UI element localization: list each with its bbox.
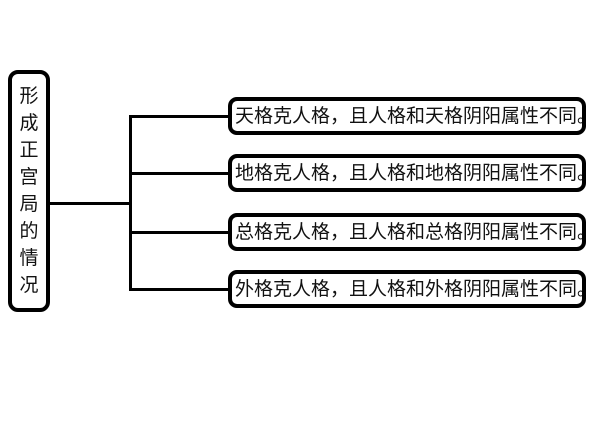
connector-branch-4 xyxy=(129,288,230,291)
leaf-node-4[interactable]: 外格克人格，且人格和外格阴阳属性不同。 xyxy=(228,270,586,308)
connector-branch-1 xyxy=(129,115,230,118)
connector-branch-2 xyxy=(129,172,230,175)
leaf-node-3[interactable]: 总格克人格，且人格和总格阴阳属性不同。 xyxy=(228,213,586,251)
leaf-node-4-label: 外格克人格，且人格和外格阴阳属性不同。 xyxy=(235,278,586,300)
root-char-2: 正 xyxy=(19,139,39,161)
connector-trunk xyxy=(129,115,132,291)
root-char-5: 的 xyxy=(19,220,39,242)
connector-root-stem xyxy=(49,202,132,205)
leaf-node-1[interactable]: 天格克人格，且人格和天格阴阳属性不同。 xyxy=(228,97,586,135)
leaf-node-2[interactable]: 地格克人格，且人格和地格阴阳属性不同。 xyxy=(228,154,586,192)
connector-branch-3 xyxy=(129,231,230,234)
leaf-node-1-label: 天格克人格，且人格和天格阴阳属性不同。 xyxy=(235,105,586,127)
root-node[interactable]: 形 成 正 宫 局 的 情 况 xyxy=(8,70,50,312)
root-node-label: 形 成 正 宫 局 的 情 况 xyxy=(19,83,38,299)
root-char-3: 宫 xyxy=(19,166,39,188)
leaf-node-2-label: 地格克人格，且人格和地格阴阳属性不同。 xyxy=(235,162,586,184)
leaf-node-3-label: 总格克人格，且人格和总格阴阳属性不同。 xyxy=(235,221,586,243)
root-char-4: 局 xyxy=(19,193,39,215)
root-char-1: 成 xyxy=(19,112,39,134)
root-char-7: 况 xyxy=(19,274,39,296)
root-char-6: 情 xyxy=(19,247,39,269)
root-char-0: 形 xyxy=(19,85,39,107)
